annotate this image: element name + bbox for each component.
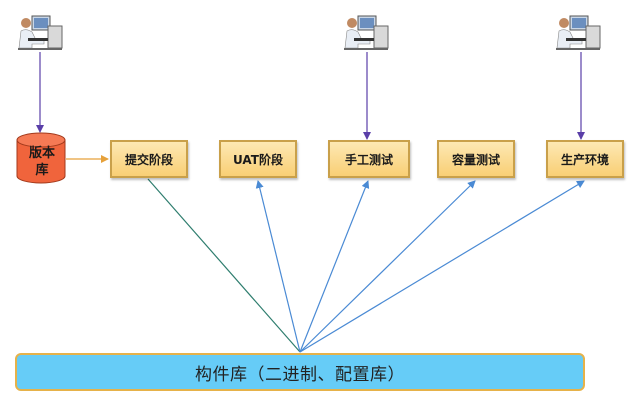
repo-to-manual-test-arrow xyxy=(299,180,370,353)
stage-capacity-test[interactable]: 容量测试 xyxy=(437,140,515,178)
user-computer-icon-2 xyxy=(344,15,389,50)
database-cylinder-icon xyxy=(16,132,66,184)
repo-to-production-arrow xyxy=(299,180,585,353)
version-store-label-line2: 库 xyxy=(35,163,49,178)
artifact-repository-label: 构件库（二进制、配置库） xyxy=(195,364,405,385)
stage-uat[interactable]: UAT阶段 xyxy=(219,140,297,178)
version-store-label: 版本 库 xyxy=(20,145,64,179)
stage-commit[interactable]: 提交阶段 xyxy=(110,140,188,178)
user-computer-icon-3 xyxy=(556,15,601,50)
stage-production[interactable]: 生产环境 xyxy=(546,140,624,178)
stage-capacity-test-label: 容量测试 xyxy=(451,152,500,167)
stage-commit-label: 提交阶段 xyxy=(124,152,173,167)
stage-manual-test[interactable]: 手工测试 xyxy=(328,140,410,178)
stage-manual-test-label: 手工测试 xyxy=(344,152,393,167)
stage-uat-label: UAT阶段 xyxy=(233,152,283,167)
version-store-label-line1: 版本 xyxy=(28,146,55,161)
user-computer-icon-1 xyxy=(18,15,63,50)
artifact-repository[interactable]: 构件库（二进制、配置库） xyxy=(15,353,585,391)
repo-to-uat-arrow xyxy=(255,180,301,353)
repo-to-capacity-test-arrow xyxy=(299,180,476,353)
stage-production-label: 生产环境 xyxy=(560,152,609,167)
commit-to-repo-line xyxy=(147,178,301,353)
